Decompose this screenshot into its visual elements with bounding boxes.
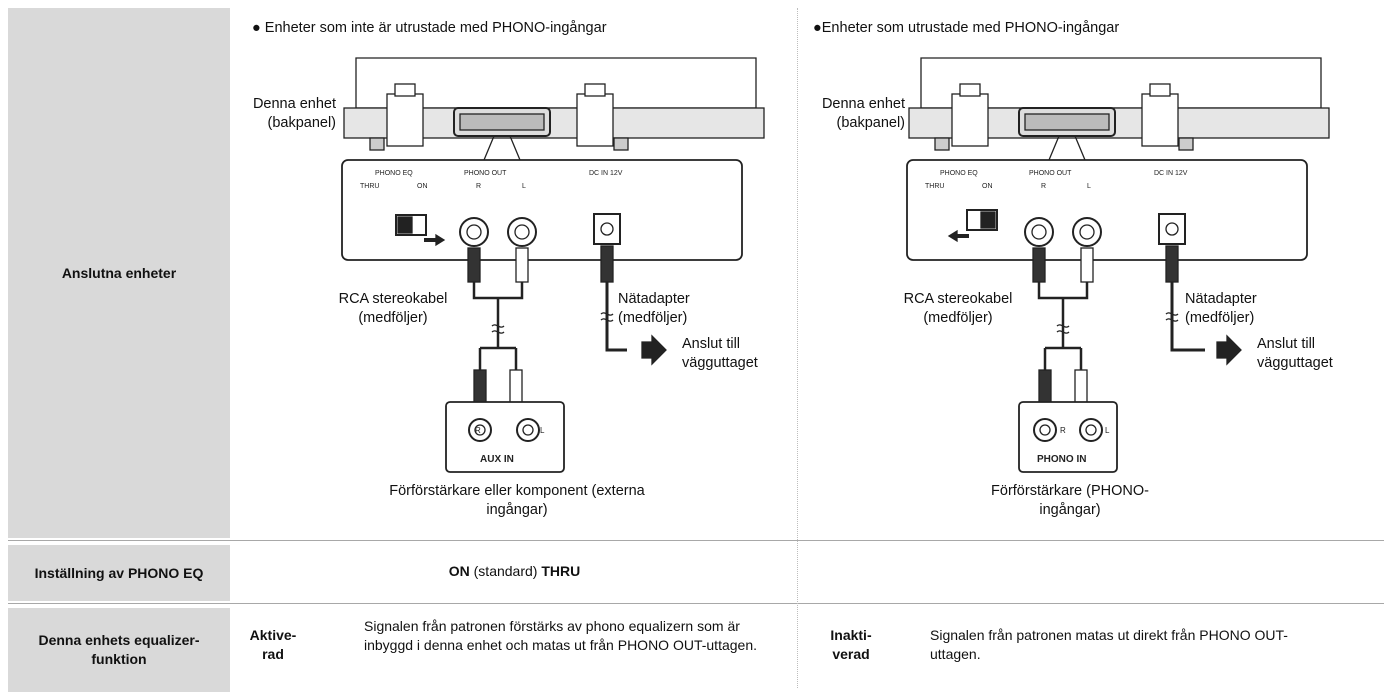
right-connection-diagram: PHONO EQ THRU ON PHONO OUT R L DC IN 12V… [805,10,1380,534]
left-wiring-illustration: PHONO EQ THRU ON PHONO OUT R L DC IN 12V… [341,57,765,473]
right-wiring-illustration: PHONO EQ THRU ON PHONO OUT R L DC IN 12V… [906,57,1330,473]
diagram-heading: ●Enheter som utrustade med PHONO-ingånga… [813,20,1120,36]
function-state-left: Aktive-rad [249,627,297,662]
setting-thru: THRU [541,563,581,579]
panel-phono-eq-label: PHONO EQ [375,170,413,177]
panel-right-channel: R [1041,183,1046,190]
row-header-setting: Inställning av PHONO EQ [8,545,230,601]
unit-label: Denna enhet (bakpanel) [821,96,905,131]
device-label: Förförstärkare (PHONO-ingångar) [991,483,1149,518]
left-connection-diagram: PHONO EQ THRU ON PHONO OUT R L DC IN 12V… [232,10,807,534]
input-right-channel: R [475,426,481,435]
panel-thru-label: THRU [360,183,379,190]
adapter-label: Nätadapter (medföljer) [618,291,690,326]
phono-eq-setting-value: ON (standard) THRU [232,562,797,581]
panel-on-label: ON [982,183,993,190]
outlet-label: Anslut till vägguttaget [1257,336,1333,371]
input-name-label: PHONO IN [1037,454,1086,465]
panel-dc-in-label: DC IN 12V [1154,170,1188,177]
row-divider [8,603,1384,604]
function-description-left: Signalen från patronen förstärks av phon… [364,618,757,653]
row-header-function: Denna enhets equalizer-funktion [8,608,230,692]
input-right-channel: R [1060,426,1066,435]
panel-phono-out-label: PHONO OUT [464,170,507,177]
unit-label: Denna enhet (bakpanel) [252,96,336,131]
panel-dc-in-label: DC IN 12V [589,170,623,177]
input-left-channel: L [1105,426,1110,435]
panel-thru-label: THRU [925,183,944,190]
panel-left-channel: L [1087,183,1091,190]
input-left-channel: L [540,426,545,435]
row-divider [8,540,1384,541]
panel-phono-out-label: PHONO OUT [1029,170,1072,177]
outlet-label: Anslut till vägguttaget [682,336,758,371]
panel-left-channel: L [522,183,526,190]
setting-on: ON [448,563,470,579]
panel-phono-eq-label: PHONO EQ [940,170,978,177]
setting-standard: (standard) [473,563,538,579]
function-state-right: Inakti-verad [830,627,872,662]
panel-on-label: ON [417,183,428,190]
diagram-heading: ● Enheter som inte är utrustade med PHON… [252,20,607,36]
input-name-label: AUX IN [480,454,514,465]
column-divider [797,8,798,688]
panel-right-channel: R [476,183,481,190]
cable-label: RCA stereokabel (medföljer) [338,291,448,326]
cable-label: RCA stereokabel (medföljer) [903,291,1013,326]
row-header-connected: Anslutna enheter [8,8,230,538]
adapter-label: Nätadapter (medföljer) [1185,291,1257,326]
function-description-right: Signalen från patronen matas ut direkt f… [930,627,1288,662]
device-label: Förförstärkare eller komponent (externa … [389,483,645,518]
